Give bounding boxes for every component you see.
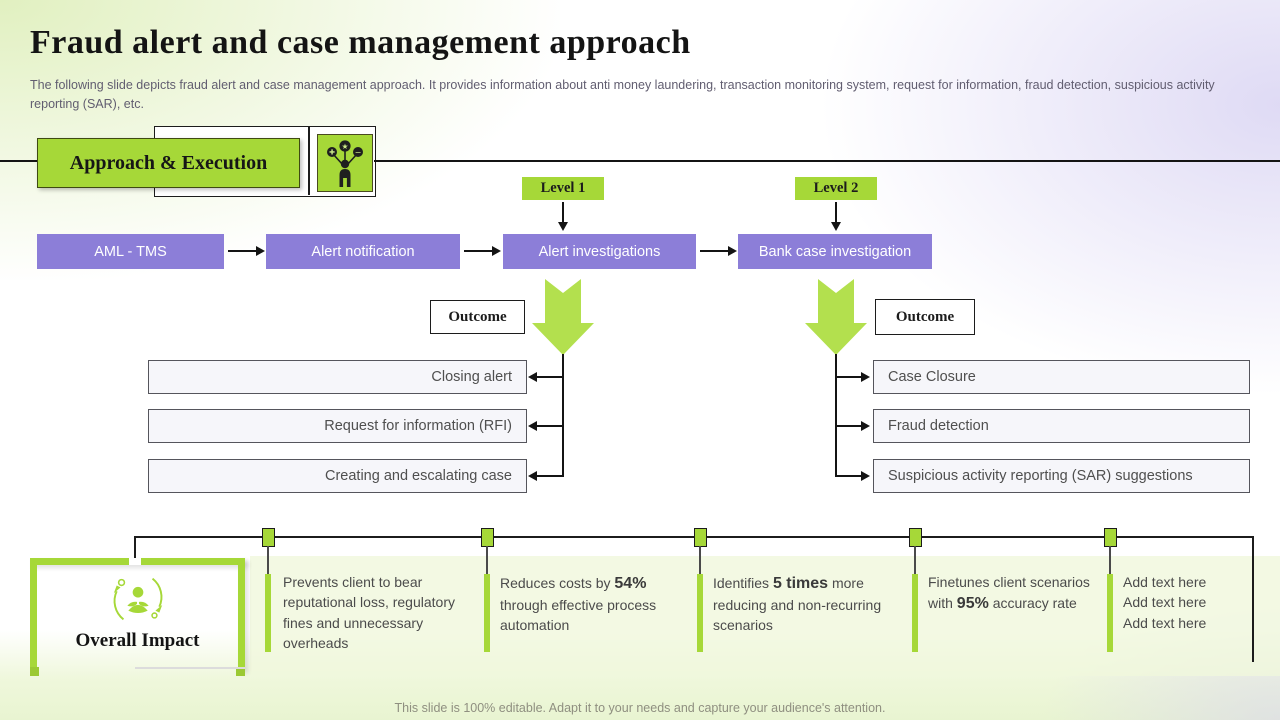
left-connector-stem xyxy=(537,425,563,427)
flow-step-alert-investigations: Alert investigations xyxy=(503,234,696,269)
right-connector-arrow xyxy=(861,420,870,431)
timeline-drop-left xyxy=(134,536,136,558)
level-1-label: Level 1 xyxy=(522,177,604,200)
svg-text:★: ★ xyxy=(342,142,349,151)
outcome-item-label: Request for information (RFI) xyxy=(324,418,512,434)
left-connector-stem xyxy=(537,376,563,378)
big-down-arrow-left xyxy=(532,279,594,355)
person-with-option-signs-icon: ✚ ★ − xyxy=(327,140,363,187)
outcome-item-closing-alert: Closing alert xyxy=(148,360,527,394)
level-1-text: Level 1 xyxy=(540,180,586,196)
level-2-label: Level 2 xyxy=(795,177,877,200)
flow-step-label: AML - TMS xyxy=(94,243,167,260)
flow-connector-stem xyxy=(228,250,256,252)
timeline-node xyxy=(481,528,494,547)
flow-connector-arrow xyxy=(728,245,737,256)
page-title: Fraud alert and case management approach xyxy=(30,24,691,61)
tab-label: Approach & Execution xyxy=(69,151,268,174)
outcome-item-case-closure: Case Closure xyxy=(873,360,1250,394)
outcome-item-label: Case Closure xyxy=(888,369,976,385)
outcome-label-right: Outcome xyxy=(875,299,975,335)
flow-connector-stem xyxy=(464,250,492,252)
timeline-node xyxy=(1104,528,1117,547)
flow-step-alert-notification: Alert notification xyxy=(266,234,460,269)
tab-approach-execution: Approach & Execution xyxy=(37,138,300,188)
outcome-item-label: Closing alert xyxy=(431,369,512,385)
header-outline-divider xyxy=(308,126,310,195)
flow-connector-stem xyxy=(700,250,728,252)
right-connector-arrow xyxy=(861,470,870,481)
level-2-arrow-stem xyxy=(835,202,837,222)
page-subtitle: The following slide depicts fraud alert … xyxy=(30,78,1215,111)
left-connector-stem xyxy=(537,475,563,477)
footer-note: This slide is 100% editable. Adapt it to… xyxy=(394,701,886,715)
outcome-text: Outcome xyxy=(448,308,507,325)
impact-bar xyxy=(484,574,490,652)
timeline-node xyxy=(909,528,922,547)
header-line-right xyxy=(374,160,1280,162)
timeline-node-stem xyxy=(914,546,916,574)
left-connector-arrow xyxy=(528,420,537,431)
flow-connector-arrow xyxy=(492,245,501,256)
impact-item-2: Reduces costs by 54% through effective p… xyxy=(500,575,657,634)
level-2-arrow-head xyxy=(830,222,841,231)
impact-bar xyxy=(1107,574,1113,652)
right-connector-stem xyxy=(835,376,861,378)
outcome-item-label: Creating and escalating case xyxy=(324,468,512,484)
timeline-node-stem xyxy=(486,546,488,574)
left-connector-spine xyxy=(562,354,564,477)
timeline-node-stem xyxy=(699,546,701,574)
flow-step-label: Bank case investigation xyxy=(758,243,912,260)
right-connector-stem xyxy=(835,475,861,477)
timeline-node-stem xyxy=(1109,546,1111,574)
timeline-node xyxy=(694,528,707,547)
outcome-item-sar-suggestions: Suspicious activity reporting (SAR) sugg… xyxy=(873,459,1250,493)
person-growth-cycle-icon xyxy=(113,577,163,621)
overall-impact-border-right xyxy=(238,558,245,670)
overall-impact-box: Overall Impact xyxy=(30,558,245,678)
right-connector-arrow xyxy=(861,371,870,382)
timeline-drop-right xyxy=(1252,536,1254,662)
overall-impact-bottom-line xyxy=(135,667,245,669)
level-1-arrow-stem xyxy=(562,202,564,222)
impact-bar xyxy=(912,574,918,652)
outcome-item-label: Suspicious activity reporting (SAR) sugg… xyxy=(888,468,1193,484)
flow-step-label: Alert notification xyxy=(311,243,415,260)
timeline-node xyxy=(262,528,275,547)
left-connector-arrow xyxy=(528,371,537,382)
flow-step-bank-case-investigation: Bank case investigation xyxy=(738,234,932,269)
right-connector-stem xyxy=(835,425,861,427)
execution-icon-box: ✚ ★ − xyxy=(317,134,373,192)
svg-text:−: − xyxy=(355,148,362,157)
outcome-item-rfi: Request for information (RFI) xyxy=(148,409,527,443)
overall-impact-corner xyxy=(30,667,39,676)
impact-item-3: Identifies 5 times more reducing and non… xyxy=(713,575,882,634)
big-down-arrow-right xyxy=(805,279,867,355)
overall-impact-border-left xyxy=(30,558,37,670)
overall-impact-border-notch xyxy=(129,558,141,565)
svg-text:✚: ✚ xyxy=(329,149,335,157)
right-connector-spine xyxy=(835,354,837,477)
level-1-arrow-head xyxy=(557,222,568,231)
impact-bar xyxy=(697,574,703,652)
outcome-item-escalating-case: Creating and escalating case xyxy=(148,459,527,493)
background-lavender-wash xyxy=(780,0,1280,420)
impact-bar xyxy=(265,574,271,652)
outcome-label-left: Outcome xyxy=(430,300,525,334)
level-2-text: Level 2 xyxy=(813,180,859,196)
outcome-text: Outcome xyxy=(895,308,955,325)
flow-step-label: Alert investigations xyxy=(538,243,661,260)
timeline-node-stem xyxy=(267,546,269,574)
impact-item-4: Finetunes client scenarios with 95% accu… xyxy=(928,574,1090,613)
overall-impact-corner xyxy=(236,667,245,676)
outcome-item-fraud-detection: Fraud detection xyxy=(873,409,1250,443)
overall-impact-title: Overall Impact xyxy=(75,630,200,651)
flow-step-aml-tms: AML - TMS xyxy=(37,234,224,269)
outcome-item-label: Fraud detection xyxy=(888,418,989,434)
left-connector-arrow xyxy=(528,470,537,481)
impact-item-1: Prevents client to bear reputational los… xyxy=(283,574,455,651)
flow-connector-arrow xyxy=(256,245,265,256)
header-line-left xyxy=(0,160,38,162)
